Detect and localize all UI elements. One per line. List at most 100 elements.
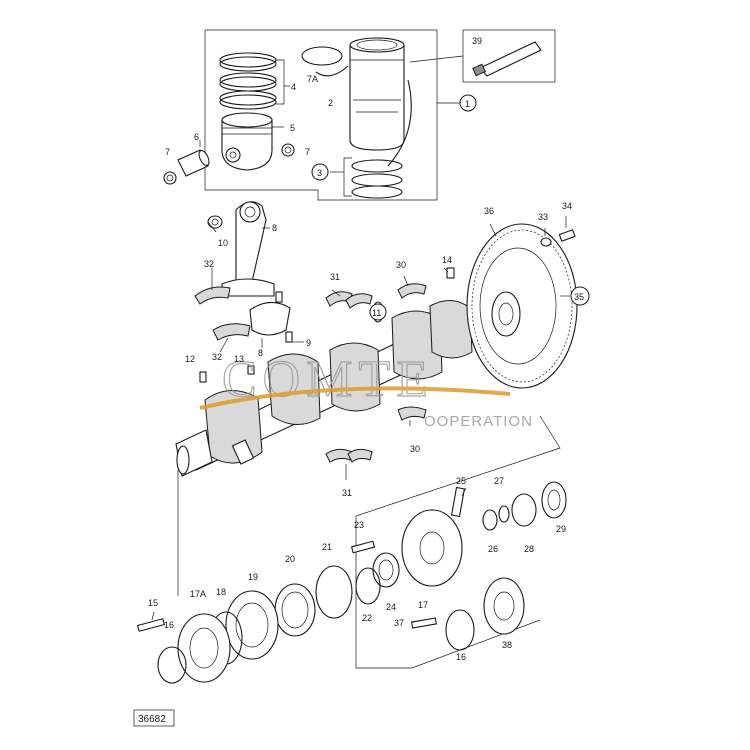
callout-31a: 31 bbox=[330, 272, 340, 282]
main-bearing-shell-icon bbox=[347, 448, 373, 463]
bolt-icon bbox=[275, 291, 283, 303]
pulley-icon bbox=[483, 577, 525, 635]
callouts: 39 1 2 3 4 5 6 7 7 7A 8 8 9 10 11 12 13 … bbox=[148, 36, 590, 662]
leader-lines bbox=[151, 216, 570, 621]
dowel-pin-icon bbox=[446, 267, 455, 279]
circlip-icon bbox=[163, 171, 177, 185]
o-ring-icon bbox=[301, 46, 343, 66]
callout-7a: 7 bbox=[165, 147, 170, 157]
washer-icon bbox=[445, 609, 475, 651]
callout-19: 19 bbox=[248, 572, 258, 582]
bolt-icon bbox=[411, 617, 437, 629]
watermark: COMTE OOPERATION bbox=[199, 350, 532, 430]
callout-32b: 32 bbox=[212, 352, 222, 362]
callout-16b: 16 bbox=[456, 652, 466, 662]
figure-number: 36682 bbox=[138, 714, 166, 725]
washer-icon bbox=[482, 509, 498, 531]
main-bearing-shell-icon bbox=[345, 293, 373, 309]
callout-35-ring bbox=[570, 286, 590, 306]
circlip-icon bbox=[281, 143, 295, 157]
o-ring-icon bbox=[315, 565, 353, 619]
flywheel-group bbox=[466, 223, 578, 389]
bolt-icon bbox=[350, 540, 376, 554]
callout-1: 1 bbox=[465, 99, 470, 109]
callout-11: 11 bbox=[372, 308, 381, 318]
callout-23: 23 bbox=[354, 520, 364, 530]
rod-cap-icon bbox=[249, 301, 291, 336]
callout-37: 37 bbox=[394, 618, 404, 628]
callout-1-ring bbox=[459, 94, 477, 112]
callout-30a: 30 bbox=[396, 260, 406, 270]
callout-4: 4 bbox=[291, 82, 296, 92]
watermark-swoosh bbox=[199, 386, 511, 410]
callout-20: 20 bbox=[285, 554, 295, 564]
liner-seals-icon bbox=[351, 159, 403, 199]
callout-5: 5 bbox=[290, 123, 295, 133]
callout-35: 35 bbox=[574, 292, 584, 302]
dowel-pin-icon bbox=[199, 371, 207, 383]
callout-8a: 8 bbox=[272, 223, 277, 233]
arrow-icon bbox=[387, 79, 412, 167]
gear-icon bbox=[511, 493, 537, 527]
arrow-icon bbox=[315, 65, 349, 77]
bearing-shell-icon bbox=[194, 286, 231, 305]
sealant-tube-icon bbox=[472, 41, 542, 77]
callout-39: 39 bbox=[472, 36, 482, 46]
front-end-group bbox=[136, 415, 567, 684]
plug-icon bbox=[247, 365, 255, 375]
callout-9: 9 bbox=[306, 338, 311, 348]
connecting-rod-group bbox=[194, 201, 293, 343]
callout-11-ring bbox=[369, 303, 387, 321]
callout-7A: 7A bbox=[307, 74, 318, 84]
plate-icon bbox=[355, 567, 381, 605]
callout-17: 17 bbox=[418, 600, 428, 610]
hub-ring-icon bbox=[372, 552, 400, 588]
cylinder-kit-group bbox=[163, 29, 556, 201]
main-bearing-shell-icon bbox=[325, 448, 353, 463]
callout-27: 27 bbox=[494, 476, 504, 486]
bolt-icon bbox=[450, 486, 466, 518]
flywheel-icon bbox=[466, 223, 578, 389]
callout-26: 26 bbox=[488, 544, 498, 554]
callout-22: 22 bbox=[362, 613, 372, 623]
callout-28: 28 bbox=[524, 544, 534, 554]
callout-16a: 16 bbox=[164, 620, 174, 630]
main-bearing-shell-icon bbox=[397, 406, 427, 421]
cover-icon bbox=[225, 590, 279, 660]
callout-8b: 8 bbox=[258, 348, 263, 358]
callout-7b: 7 bbox=[305, 147, 310, 157]
callout-32a: 32 bbox=[204, 259, 214, 269]
main-bearing-shell-icon bbox=[397, 283, 427, 299]
callout-33: 33 bbox=[538, 212, 548, 222]
bearing-shell-icon bbox=[212, 323, 251, 341]
callout-6: 6 bbox=[194, 132, 199, 142]
kit-frame bbox=[204, 29, 438, 201]
callout-2: 2 bbox=[328, 98, 333, 108]
callout-30b: 30 bbox=[410, 444, 420, 454]
callout-12: 12 bbox=[185, 354, 195, 364]
callout-14: 14 bbox=[442, 255, 452, 265]
callout-3: 3 bbox=[317, 168, 322, 178]
piston-pin-icon bbox=[177, 149, 210, 177]
washer-icon bbox=[498, 505, 510, 523]
callout-36: 36 bbox=[484, 206, 494, 216]
callout-21: 21 bbox=[322, 542, 332, 552]
bolt-icon bbox=[558, 229, 576, 242]
callout-3-ring bbox=[311, 163, 329, 181]
cylinder-liner-icon bbox=[349, 37, 405, 151]
callout-34: 34 bbox=[562, 201, 572, 211]
callout-25: 25 bbox=[456, 476, 466, 486]
leader-39 bbox=[409, 55, 464, 63]
bolt-icon bbox=[136, 618, 166, 632]
washer-icon bbox=[540, 237, 552, 247]
washer-icon bbox=[157, 646, 187, 684]
piston-rings-icon bbox=[219, 52, 277, 110]
callout-31b: 31 bbox=[342, 488, 352, 498]
callout-17A: 17A bbox=[190, 589, 206, 599]
callout-13: 13 bbox=[234, 354, 244, 364]
pulley-icon bbox=[177, 613, 231, 683]
figure-number-box: 36682 bbox=[133, 709, 175, 727]
callout-29: 29 bbox=[556, 524, 566, 534]
bolt-icon bbox=[285, 331, 293, 343]
